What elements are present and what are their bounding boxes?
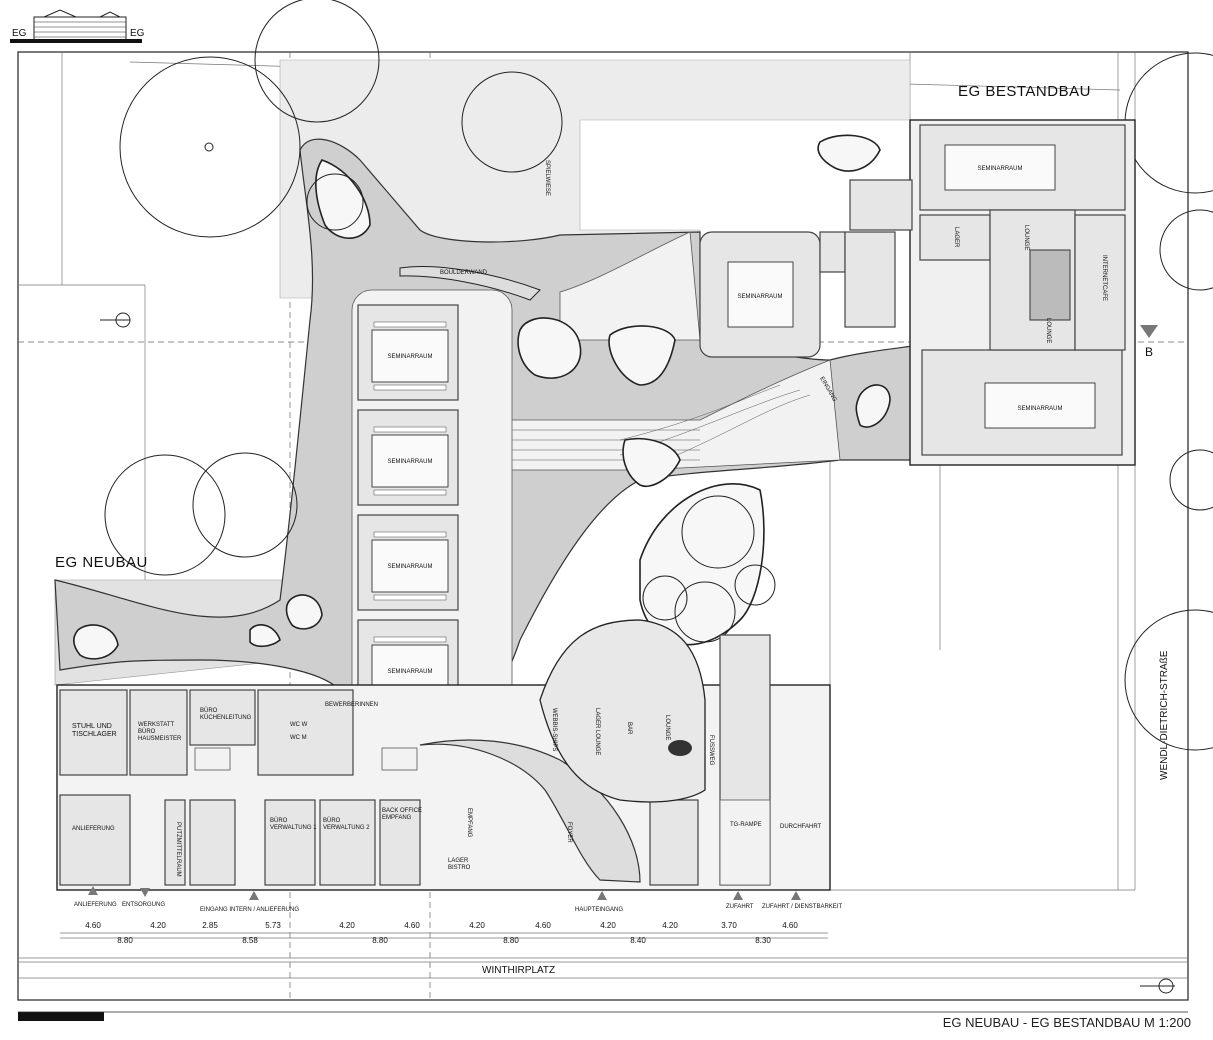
neubau-heading: EG NEUBAU [55,554,148,571]
key-plan-left-label: EG [12,28,27,39]
street-east-label: WENDL-DIETRICH-STRAßE [1159,650,1170,780]
buero-v2-label-1: BÜRO [323,817,341,824]
bestandbau-heading: EG BESTANDBAU [958,83,1091,100]
dimension-label: 4.60 [782,921,798,930]
lounge-label-2: LOUNGE [1045,318,1051,343]
stuhl-label-1: STUHL UND [72,723,112,730]
key-plan-icon [10,9,142,43]
section-marker-triangle [1140,325,1158,338]
buero-v1-label-2: VERWALTUNG 1 [270,825,317,831]
lager-bistro-label-2: BISTRO [448,865,471,871]
spielwiese-label: SPIELWIESE [544,160,550,196]
buero-v2-label-2: VERWALTUNG 2 [323,825,370,831]
bewerber-label: BEWERBERINNEN [325,702,378,708]
lager-bistro-label-1: LAGER [448,858,469,864]
dimension-total-label: 8.80 [372,936,388,945]
durchfahrt-label: DURCHFAHRT [780,824,822,830]
seminar-label-4: SEMINARRAUM [387,669,432,675]
dimension-label: 3.70 [721,921,737,930]
dimension-total-label: 8.80 [503,936,519,945]
dimension-label: 4.20 [469,921,485,930]
north-arrow-icon [100,312,1175,994]
lager-lounge-label: LAGER LOUNGE [594,708,600,755]
backoffice-label-2: EMPFANG [382,815,412,821]
dimension-label: 4.20 [662,921,678,930]
entsorgung-access-label: ENTSORGUNG [122,902,165,908]
wc-w-label: WC W [290,722,308,728]
dimension-label: 4.60 [535,921,551,930]
seminar-label-7: SEMINARRAUM [737,294,782,300]
lager-label: LAGER [953,227,959,248]
dimension-total-label: 8.40 [630,936,646,945]
seminar-label-5: SEMINARRAUM [977,166,1022,172]
seminar-label-3: SEMINARRAUM [387,564,432,570]
trees [104,0,1213,751]
anlieferung-room-label: ANLIEFERUNG [72,826,115,832]
dimension-label: 4.20 [339,921,355,930]
internetcafe-label: INTERNETCAFE [1101,255,1107,301]
eingang-intern-label: EINGANG INTERN / ANLIEFERUNG [200,907,299,913]
dimension-label: 4.20 [600,921,616,930]
dimension-label: 4.60 [404,921,420,930]
stuhl-label-2: TISCHLAGER [72,731,117,738]
tg-rampe-label: TG-RAMPE [730,822,762,828]
seminar-label-6: SEMINARRAUM [1017,406,1062,412]
scale-bar [18,1012,104,1021]
zufahrt-label: ZUFAHRT [726,904,754,910]
werkstatt-label-2: BÜRO [138,728,156,735]
webbis-label: WEBBIS-SHIPS [551,708,557,751]
section-marker-label: B [1145,345,1153,359]
bar-label: BAR [626,722,632,735]
foyer-label: FOYER [566,822,572,843]
street-south-label: WINTHIRPLATZ [482,965,555,976]
key-plan-right-label: EG [130,28,145,39]
dimension-total-label: 8.80 [117,936,133,945]
dimension-label: 2.85 [202,921,218,930]
dimension-total-label: 8.30 [755,936,771,945]
dimension-total-label: 8.58 [242,936,258,945]
drawing-title: EG NEUBAU - EG BESTANDBAU M 1:200 [942,1015,1191,1030]
empfang-label: EMPFANG [466,808,472,838]
buero-v1-label-1: BÜRO [270,817,288,824]
dimension-row-1: 4.60 4.20 2.85 5.73 4.20 4.60 4.20 4.60 4.20 4.20… [85,921,798,930]
boulder-label: BOULDERWAND [440,270,488,276]
dimension-row-2: 8.80 8.58 8.80 8.80 8.40 8.30 [117,936,771,945]
werkstatt-label-1: WERKSTATT [138,722,174,728]
kueche-label-1: BÜRO [200,707,218,714]
dimension-label: 4.20 [150,921,166,930]
seminar-label-1: SEMINARRAUM [387,354,432,360]
fussweg-label: FUSSWEG [708,735,714,766]
haupteingang-label: HAUPTEINGANG [575,907,623,913]
putzmittel-label: PUTZMITTELRAUM [175,822,181,877]
dimension-label: 5.73 [265,921,281,930]
lounge-label-3: LOUNGE [664,715,670,740]
werkstatt-label-3: HAUSMEISTER [138,736,182,742]
anlieferung-access-label: ANLIEFERUNG [74,902,117,908]
wc-m-label: WC M [290,735,307,741]
lounge-label-1: LOUNGE [1023,225,1029,250]
zufahrt-dienst-label: ZUFAHRT / DIENSTBARKEIT [762,904,842,910]
bestandbau-building [909,119,1136,466]
kueche-label-2: KÜCHENLEITUNG [200,714,252,721]
access-markers [88,886,801,900]
site-frame [17,51,1189,1001]
dimension-label: 4.60 [85,921,101,930]
backoffice-label-1: BACK OFFICE [382,808,422,814]
seminar-label-2: SEMINARRAUM [387,459,432,465]
